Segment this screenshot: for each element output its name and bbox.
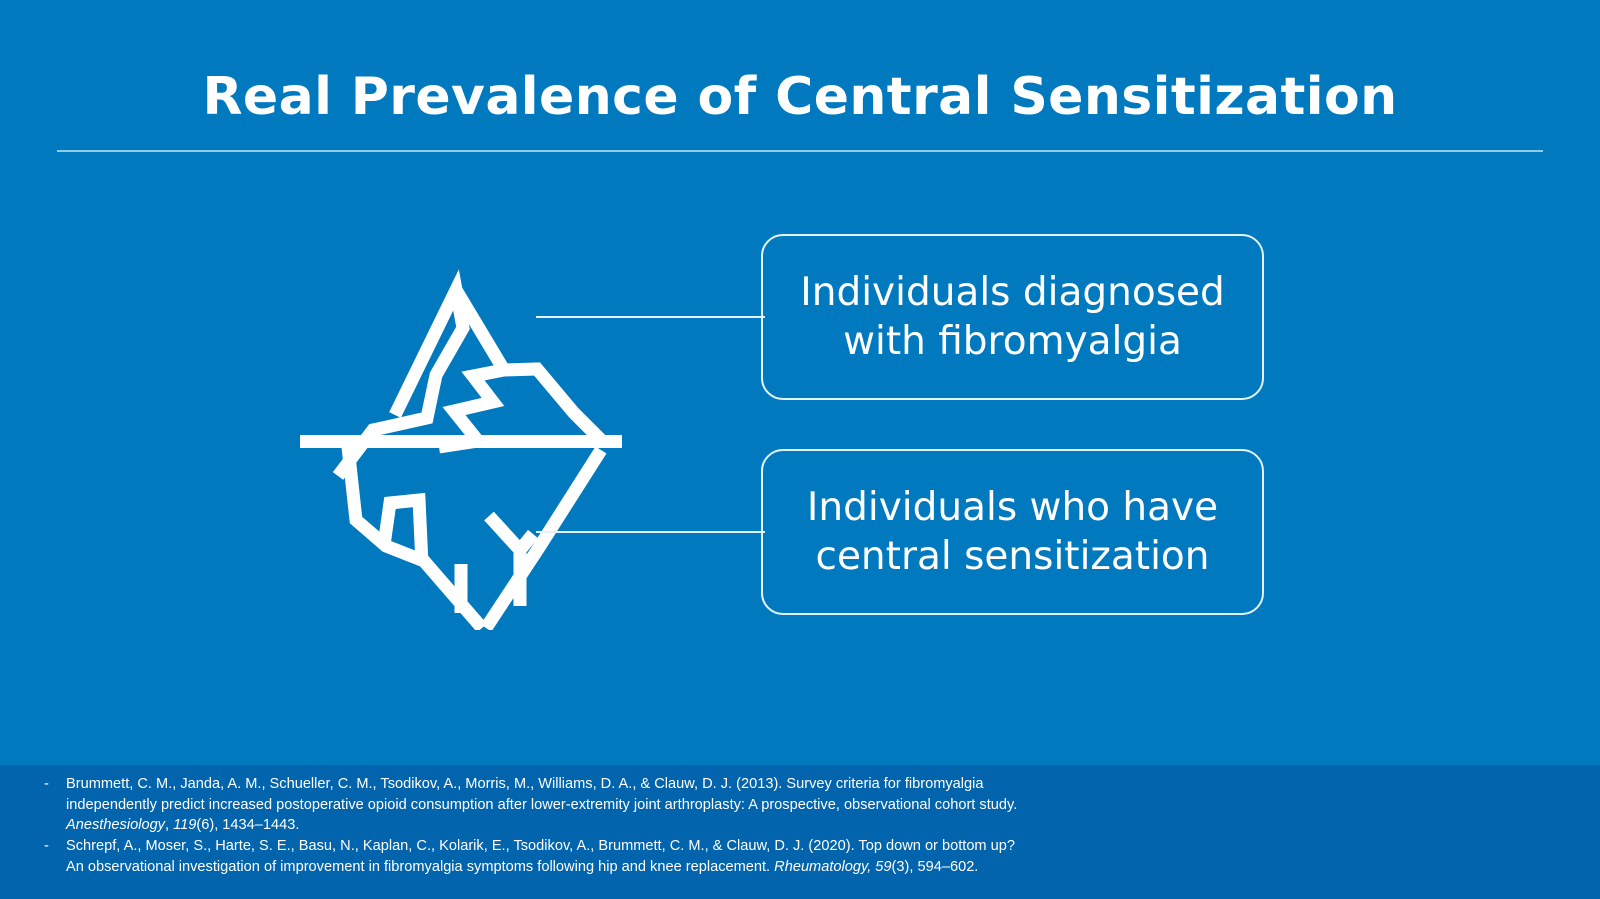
reference-bullet: - xyxy=(44,838,49,855)
iceberg-icon xyxy=(296,268,626,630)
callout-fibromyalgia: Individuals diagnosed with fibromyalgia xyxy=(761,234,1264,400)
connector-line-central-sensitization xyxy=(536,531,765,533)
callout-fibromyalgia-line2: with fibromyalgia xyxy=(843,319,1182,364)
reference-item: - Brummett, C. M., Janda, A. M., Schuelle… xyxy=(44,774,1034,836)
reference-bullet: - xyxy=(44,776,49,792)
callout-central-sensitization: Individuals who have central sensitizati… xyxy=(761,449,1264,615)
footer-band: -Brummett, C. M., Janda, A. M., Schuelle… xyxy=(0,765,1600,899)
callout-central-sensitization-line1: Individuals who have xyxy=(806,484,1219,530)
connector-line-fibromyalgia xyxy=(536,316,765,318)
page-title: Real Prevalence of Central Sensitization xyxy=(202,67,1398,127)
reference-text: Schrepf, A., Moser, S., Harte, S. E., Ba… xyxy=(66,838,1015,875)
title-area: Real Prevalence of Central Sensitization xyxy=(0,67,1600,128)
callout-fibromyalgia-line1: Individuals diagnosed xyxy=(800,269,1225,315)
reference-item: -Schrepf, A., Moser, S., Harte, S. E., B… xyxy=(44,836,1034,877)
references-list: -Brummett, C. M., Janda, A. M., Schuelle… xyxy=(44,774,1034,878)
callout-central-sensitization-text: Individuals who have central sensitizati… xyxy=(807,483,1218,581)
title-divider xyxy=(57,150,1543,152)
callout-central-sensitization-line2: central sensitization xyxy=(815,534,1210,579)
callout-fibromyalgia-text: Individuals diagnosed with fibromyalgia xyxy=(800,268,1225,366)
reference-text: Brummett, C. M., Janda, A. M., Schueller… xyxy=(66,776,1018,834)
